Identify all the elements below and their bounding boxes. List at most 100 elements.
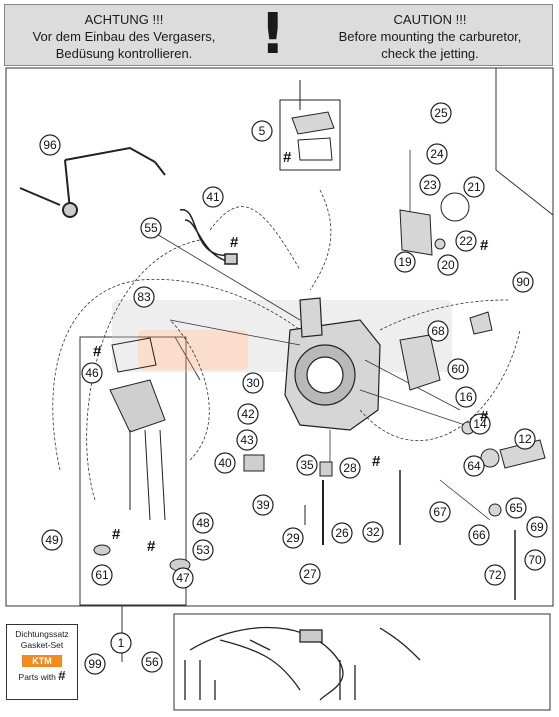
callout-label: 56 — [145, 655, 159, 669]
frame-notch — [495, 68, 554, 216]
callout-label: 35 — [300, 458, 314, 472]
callout-14: 14 — [469, 413, 491, 435]
callout-label: 28 — [343, 461, 357, 475]
callout-46: 46 — [81, 362, 103, 384]
hash-marker: # — [480, 408, 489, 425]
callout-label: 60 — [451, 362, 465, 376]
hash-marker: # — [283, 149, 292, 166]
callout-label: 30 — [246, 376, 260, 390]
callout-label: 83 — [137, 290, 151, 304]
callout-55: 55 — [140, 217, 162, 239]
callout-32: 32 — [362, 521, 384, 543]
hash-marker: # — [372, 453, 381, 470]
german-warning-line3: Bedüsung kontrollieren. — [55, 46, 193, 61]
callout-label: 67 — [433, 505, 447, 519]
callout-19: 19 — [394, 251, 416, 273]
callout-56: 56 — [141, 651, 163, 673]
callout-12: 12 — [514, 428, 536, 450]
callout-28: 28 — [339, 457, 361, 479]
callout-label: 14 — [473, 417, 487, 431]
callout-label: 19 — [398, 255, 412, 269]
callout-26: 26 — [331, 522, 353, 544]
callout-60: 60 — [447, 358, 469, 380]
float-bowl — [93, 337, 191, 572]
callout-69: 69 — [526, 516, 548, 538]
callout-90: 90 — [512, 271, 534, 293]
callout-label: 55 — [144, 221, 158, 235]
callout-23: 23 — [419, 174, 441, 196]
warning-banner: ACHTUNG !!! Vor dem Einbau des Vergasers… — [4, 4, 553, 66]
hash-marker: # — [147, 538, 156, 555]
callout-label: 48 — [196, 516, 210, 530]
ktm-logo: KTM — [22, 655, 62, 667]
watermark — [112, 300, 452, 372]
callout-21: 21 — [463, 176, 485, 198]
callout-53: 53 — [192, 539, 214, 561]
callout-label: 46 — [85, 366, 99, 380]
right-components — [399, 192, 546, 600]
callout-label: 40 — [218, 456, 232, 470]
callout-39: 39 — [252, 494, 274, 516]
english-warning-line2: Before mounting the carburetor, — [338, 29, 522, 44]
parts-with-label: Parts with # — [18, 668, 66, 683]
callout-label: 47 — [176, 571, 190, 585]
elbow-hose-41 — [179, 209, 238, 265]
callout-61: 61 — [91, 564, 113, 586]
carburetor-body — [284, 297, 381, 431]
callout-29: 29 — [282, 527, 304, 549]
english-warning-line3: check the jetting. — [381, 46, 479, 61]
callout-label: 96 — [43, 138, 57, 152]
callout-70: 70 — [524, 549, 546, 571]
english-warning-title: CAUTION !!! — [393, 12, 467, 27]
callout-label: 16 — [459, 390, 473, 404]
hash-marker: # — [93, 343, 102, 360]
german-warning: ACHTUNG !!! Vor dem Einbau des Vergasers… — [9, 11, 239, 62]
callout-27: 27 — [299, 563, 321, 585]
callout-72: 72 — [484, 564, 506, 586]
callout-30: 30 — [242, 372, 264, 394]
bottom-jets — [243, 454, 401, 545]
callout-24: 24 — [426, 143, 448, 165]
callout-label: 20 — [441, 258, 455, 272]
callout-22: 22 — [455, 230, 477, 252]
callout-label: 29 — [286, 531, 300, 545]
top-cover — [279, 80, 341, 171]
callout-label: 64 — [467, 459, 481, 473]
callout-label: 1 — [118, 636, 125, 650]
callout-label: 22 — [459, 234, 473, 248]
callout-label: 21 — [467, 180, 481, 194]
callout-label: 72 — [488, 568, 502, 582]
callout-48: 48 — [192, 512, 214, 534]
callout-99: 99 — [84, 653, 106, 675]
callout-label: 41 — [206, 190, 220, 204]
cable-detail-frame — [173, 613, 551, 711]
callout-83: 83 — [133, 286, 155, 308]
callout-64: 64 — [463, 455, 485, 477]
callout-16: 16 — [455, 386, 477, 408]
callout-40: 40 — [214, 452, 236, 474]
hash-marker: # — [112, 526, 121, 543]
callout-35: 35 — [296, 454, 318, 476]
diagram-frame — [5, 67, 554, 607]
hash-marker: # — [230, 234, 239, 251]
callout-label: 99 — [88, 657, 102, 671]
callout-label: 49 — [45, 533, 59, 547]
callout-label: 90 — [516, 275, 530, 289]
hash-marker: # — [480, 237, 489, 254]
callout-label: 23 — [423, 178, 437, 192]
callout-label: 65 — [509, 501, 523, 515]
callout-42: 42 — [237, 403, 259, 425]
callout-47: 47 — [172, 567, 194, 589]
gasket-set-box: Dichtungssatz Gasket-Set KTM Parts with … — [6, 624, 78, 700]
hash-markers: # # # # # # # # — [93, 149, 489, 555]
callout-20: 20 — [437, 254, 459, 276]
callout-41: 41 — [202, 186, 224, 208]
english-warning: CAUTION !!! Before mounting the carburet… — [315, 11, 545, 62]
gasket-set-label-en: Gasket-Set — [20, 640, 64, 650]
callout-67: 67 — [429, 501, 451, 523]
callout-label: 24 — [430, 147, 444, 161]
callout-label: 32 — [366, 525, 380, 539]
callout-label: 5 — [259, 124, 266, 138]
